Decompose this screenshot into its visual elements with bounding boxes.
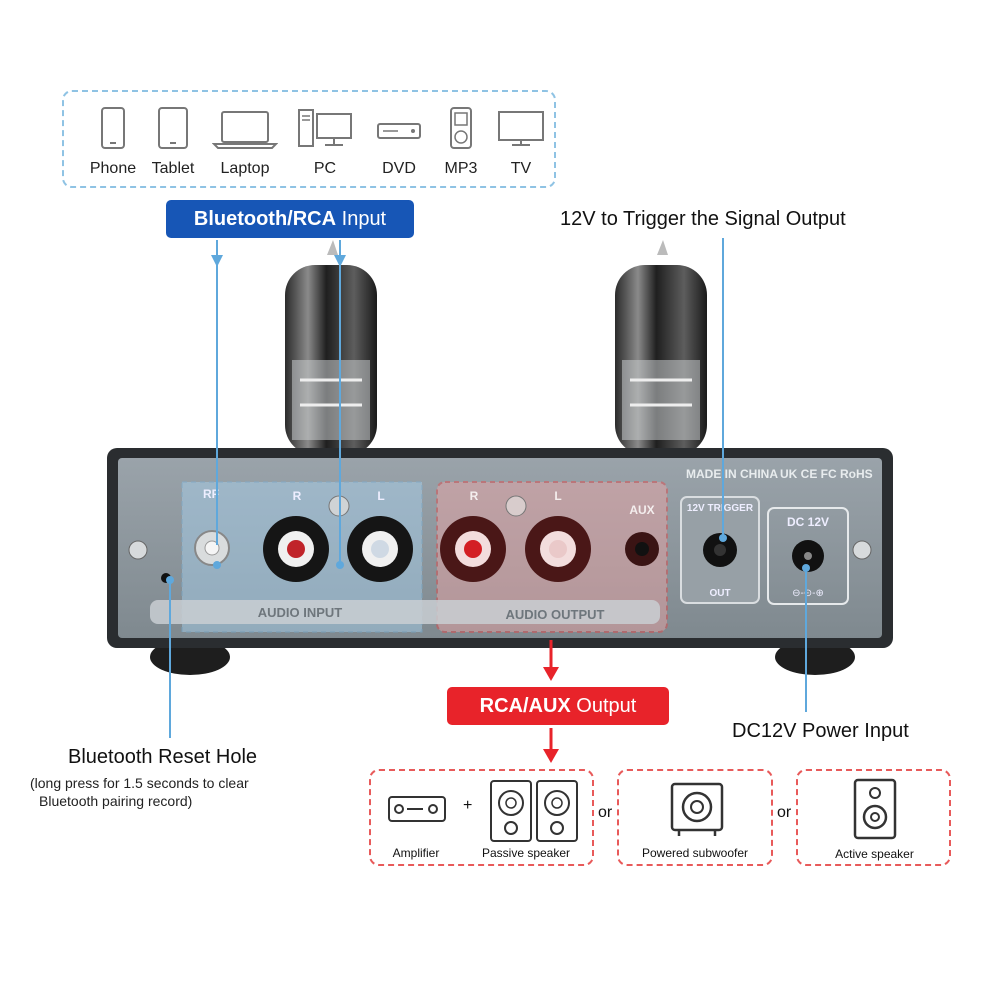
tv-icon <box>498 111 544 146</box>
aux-label: AUX <box>629 503 654 517</box>
input-r-label: R <box>293 489 302 503</box>
tablet-icon <box>158 107 188 149</box>
amplifier-label: Amplifier <box>392 846 440 860</box>
tube-left <box>285 240 377 455</box>
device-label: DVD <box>382 160 416 177</box>
input-l-label: L <box>377 489 384 503</box>
certs-label: UK CE FC RoHS <box>780 467 873 481</box>
audio-input-label: AUDIO INPUT <box>258 605 343 620</box>
device-label: Phone <box>89 160 137 177</box>
dvd-icon <box>377 123 421 139</box>
device-pc: PC <box>290 106 360 178</box>
pc-icon <box>298 109 352 147</box>
output-rca-l <box>525 516 591 582</box>
output-option-subwoofer: Powered subwoofer <box>617 769 773 866</box>
plus-sign: + <box>463 797 473 814</box>
device-label: TV <box>510 160 532 177</box>
output-r-label: R <box>470 489 479 503</box>
trigger-out-label: OUT <box>709 588 730 599</box>
input-rca-l <box>347 516 413 582</box>
output-pill-bold: RCA/AUX <box>479 695 571 717</box>
screw-right <box>852 540 872 560</box>
device-phone: Phone <box>78 106 148 178</box>
device-label: MP3 <box>444 160 478 177</box>
svg-text:⊖-⊙-⊕: ⊖-⊙-⊕ <box>792 588 824 599</box>
input-pill-bold: Bluetooth/RCA <box>193 208 337 230</box>
output-pill-rest: Output <box>570 695 637 717</box>
made-in-label: MADE IN CHINA <box>686 467 778 481</box>
active-speaker-icon <box>853 778 897 840</box>
source-devices-box: Phone Tablet Laptop PC DVD <box>62 90 556 188</box>
audio-output-label: AUDIO OUTPUT <box>506 607 605 622</box>
trigger-panel-label: 12V TRIGGER <box>687 503 754 514</box>
subwoofer-icon <box>670 782 724 836</box>
device-label: Tablet <box>151 160 195 177</box>
reset-callout-title: Bluetooth Reset Hole <box>68 746 258 768</box>
input-pill: Bluetooth/RCA Input <box>166 200 414 238</box>
power-callout: DC12V Power Input <box>732 720 909 742</box>
tube-right <box>615 240 707 455</box>
device-mp3: MP3 <box>426 106 496 178</box>
output-option-active-speaker: Active speaker <box>796 769 951 866</box>
input-pill-rest: Input <box>336 208 387 230</box>
phone-icon <box>101 107 125 149</box>
output-rca-r <box>440 516 506 582</box>
output-arrows <box>543 640 559 763</box>
input-rca-r <box>263 516 329 582</box>
callout-lines <box>169 238 807 738</box>
device-label: Laptop <box>220 160 270 177</box>
device-tv: TV <box>486 106 556 178</box>
reset-callout-note-2: Bluetooth pairing record) <box>39 793 193 809</box>
device-laptop: Laptop <box>210 106 280 178</box>
device-label: PC <box>313 160 337 177</box>
subwoofer-label: Powered subwoofer <box>641 846 749 860</box>
or-word-2: or <box>777 804 792 821</box>
rf-label: RF <box>203 487 219 501</box>
output-option-amp-passive: Amplifier + Passive speaker <box>369 769 594 866</box>
laptop-icon <box>212 111 278 149</box>
device-dvd: DVD <box>364 106 434 178</box>
passive-speaker-label: Passive speaker <box>481 846 571 860</box>
trigger-callout: 12V to Trigger the Signal Output <box>560 208 846 230</box>
or-word-1: or <box>598 804 613 821</box>
output-pill: RCA/AUX Output <box>447 687 669 725</box>
screw-left <box>128 540 148 560</box>
reset-callout-note-1: (long press for 1.5 seconds to clear <box>30 775 249 791</box>
output-l-label: L <box>554 489 561 503</box>
amplifier-icon <box>388 796 446 822</box>
mp3-icon <box>450 107 472 149</box>
dc-block <box>767 507 849 605</box>
dc-panel-label: DC 12V <box>787 515 829 529</box>
passive-speaker-icon <box>490 780 578 842</box>
device-tablet: Tablet <box>138 106 208 178</box>
active-speaker-label: Active speaker <box>835 847 914 861</box>
